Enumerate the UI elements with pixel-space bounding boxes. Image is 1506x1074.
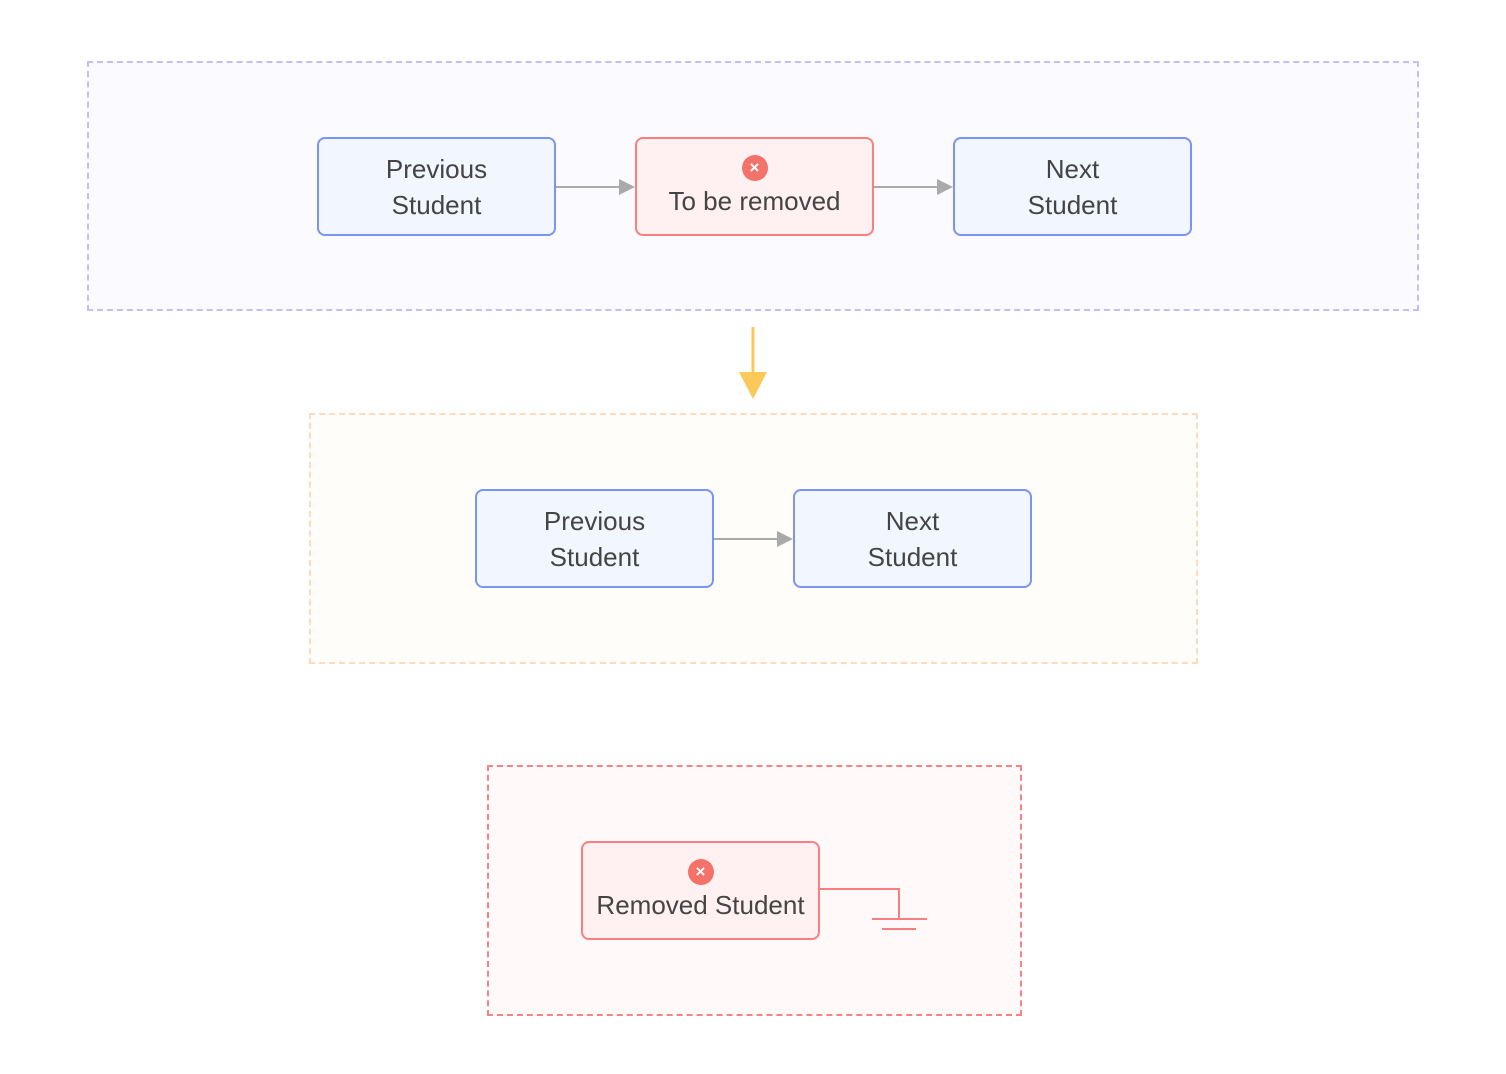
remove-icon: × <box>741 154 768 181</box>
node-label: Removed Student <box>596 889 805 920</box>
node-previous-student: Previous Student <box>317 137 556 236</box>
remove-icon: × <box>687 858 714 885</box>
node-removed-student: × Removed Student <box>581 841 820 940</box>
node-label: Previous Student <box>543 505 646 572</box>
node-previous-student-after: Previous Student <box>475 489 714 588</box>
node-label: Next Student <box>1027 153 1118 220</box>
arrowhead <box>777 531 793 547</box>
node-label: To be removed <box>668 185 841 216</box>
arrowhead <box>937 179 953 195</box>
node-label: Previous Student <box>385 153 488 220</box>
node-label: Next Student <box>867 505 958 572</box>
node-to-be-removed: × To be removed <box>635 137 874 236</box>
ground-icon <box>820 888 927 930</box>
node-next-student-after: Next Student <box>793 489 1032 588</box>
arrowhead <box>619 179 635 195</box>
node-next-student: Next Student <box>953 137 1192 236</box>
transition-arrow <box>739 327 767 399</box>
